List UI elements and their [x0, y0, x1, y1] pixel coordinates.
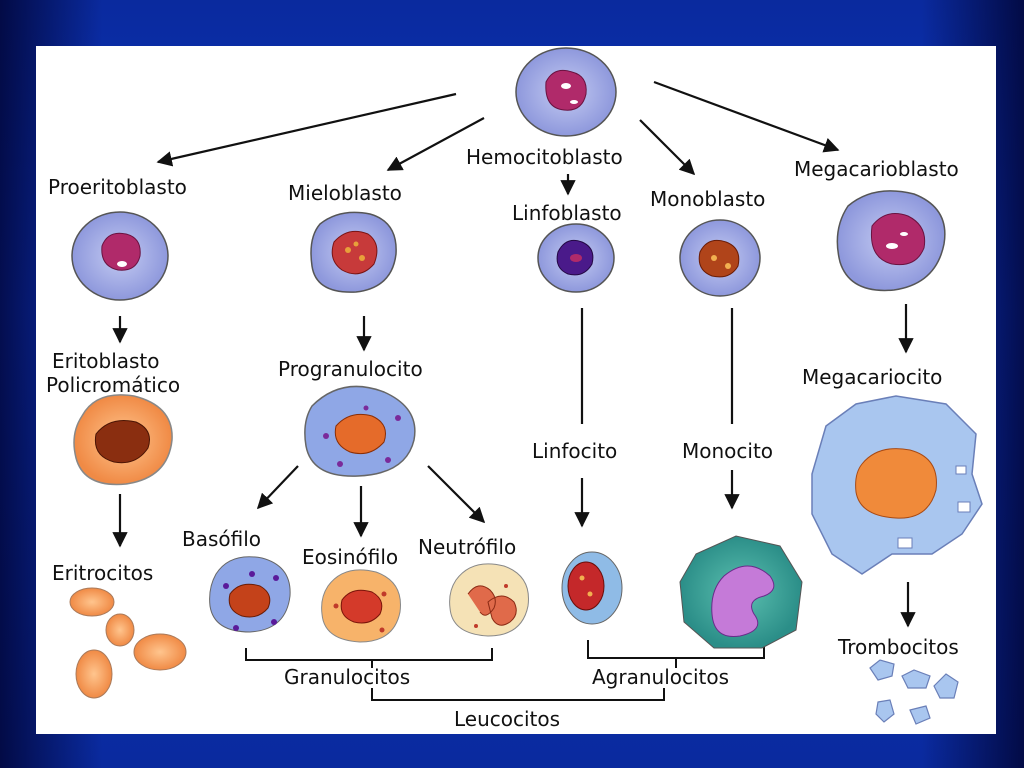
bracket-leucocitos: [371, 688, 665, 701]
eritrocitos-cells: [69, 587, 187, 699]
diagram-panel: Hemocitoblasto Proeritoblasto Mieloblast…: [36, 46, 996, 734]
label-monoblasto: Monoblasto: [650, 187, 765, 211]
neutrofilo-cell: [449, 563, 529, 637]
eosinofilo-cell: [321, 569, 401, 643]
arrow-hemo-to-proeritoblasto: [156, 92, 457, 167]
monocito-cell: [679, 535, 803, 649]
label-eritrocitos: Eritrocitos: [52, 561, 153, 585]
bracket-agranulocitos: [587, 640, 765, 668]
hematopoiesis-diagram: Hemocitoblasto Proeritoblasto Mieloblast…: [46, 47, 983, 731]
label-proeritoblasto: Proeritoblasto: [48, 175, 187, 199]
label-basofilo: Basófilo: [182, 527, 261, 551]
arrow-hemo-to-monoblasto: [639, 119, 696, 176]
megacariocito-cell: [811, 395, 983, 575]
arrow-progranulocito-to-basofilo: [256, 465, 299, 510]
arrow-hemo-to-megacarioblasto: [653, 80, 840, 153]
bracket-granulocitos: [245, 648, 493, 668]
label-megacarioblasto: Megacarioblasto: [794, 157, 959, 181]
label-progranulocito: Progranulocito: [278, 357, 423, 381]
label-neutrofilo: Neutrófilo: [418, 535, 516, 559]
label-granulocitos: Granulocitos: [284, 665, 410, 689]
monoblasto-cell: [679, 219, 761, 297]
arrows: [112, 80, 916, 628]
labels: Hemocitoblasto Proeritoblasto Mieloblast…: [46, 145, 959, 731]
mieloblasto-cell: [310, 211, 397, 293]
label-linfoblasto: Linfoblasto: [512, 201, 622, 225]
hemocitoblasto-cell: [515, 47, 617, 137]
arrow-hemo-to-mieloblasto: [386, 117, 485, 171]
label-leucocitos: Leucocitos: [454, 707, 560, 731]
megacarioblasto-cell: [836, 190, 946, 292]
eritoblasto-cell: [73, 394, 173, 486]
label-agranulocitos: Agranulocitos: [592, 665, 729, 689]
label-megacariocito: Megacariocito: [802, 365, 942, 389]
progranulocito-cell: [304, 385, 416, 477]
label-mieloblasto: Mieloblasto: [288, 181, 402, 205]
linfocito-cell: [561, 551, 623, 625]
proeritoblasto-cell: [71, 211, 169, 301]
label-eritoblasto-line2: Policromático: [46, 373, 180, 397]
label-eosinofilo: Eosinófilo: [302, 545, 398, 569]
label-hemocitoblasto: Hemocitoblasto: [466, 145, 623, 169]
trombocitos-cells: [869, 659, 959, 725]
label-linfocito: Linfocito: [532, 439, 617, 463]
label-monocito: Monocito: [682, 439, 773, 463]
arrow-progranulocito-to-neutrofilo: [427, 465, 486, 524]
brackets: [245, 640, 765, 701]
label-eritoblasto-line1: Eritoblasto: [52, 349, 160, 373]
basofilo-cell: [209, 556, 291, 633]
label-trombocitos: Trombocitos: [837, 635, 959, 659]
linfoblasto-cell: [537, 223, 615, 293]
